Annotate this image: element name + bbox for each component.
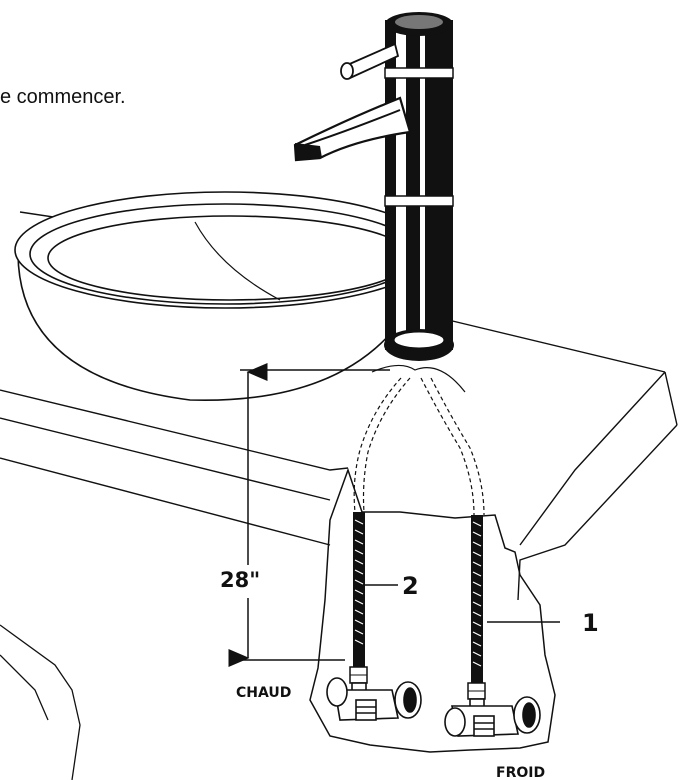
callout-cold-number: 1 xyxy=(582,609,599,637)
callout-hot-number: 2 xyxy=(402,572,419,600)
dimension-label: 28" xyxy=(220,568,260,592)
cabinet-lower-left xyxy=(0,624,81,780)
faucet xyxy=(293,12,454,361)
instruction-text-fragment: e commencer. xyxy=(0,86,126,108)
dimension-28-in xyxy=(228,363,390,667)
hot-shutoff-valve xyxy=(326,677,422,721)
label-hot: CHAUD xyxy=(236,685,291,701)
cold-supply-line xyxy=(467,515,486,700)
hot-supply-line xyxy=(349,512,368,684)
label-cold: FROID xyxy=(496,765,545,780)
supply-lines-hidden xyxy=(353,377,485,516)
cold-shutoff-valve xyxy=(444,696,541,737)
vessel-sink xyxy=(14,191,436,402)
